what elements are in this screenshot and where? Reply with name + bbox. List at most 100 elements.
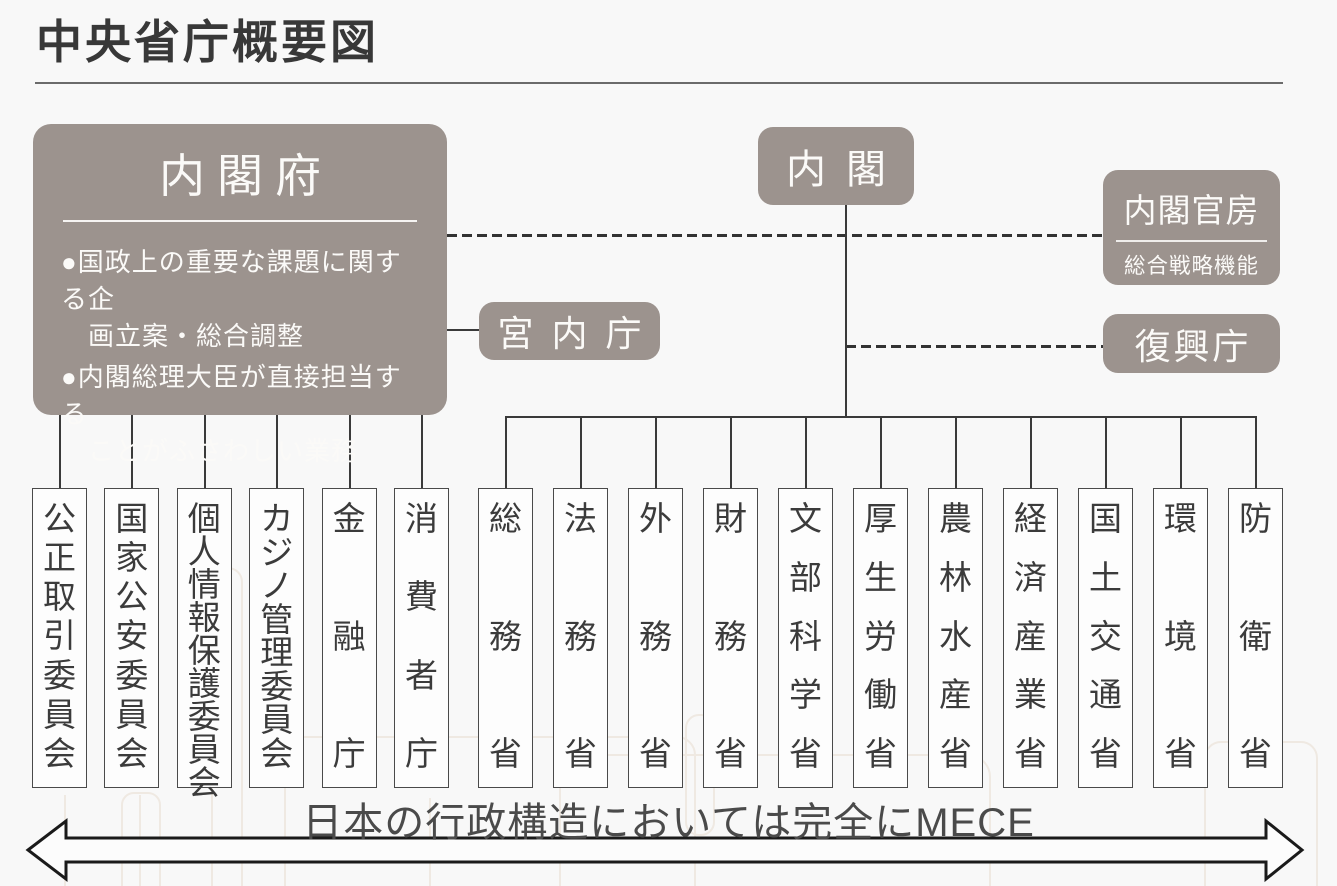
mece-caption: 日本の行政構造においては完全にMECE (302, 801, 1035, 845)
ministry-box: 個人情報保護委員会 (176, 488, 232, 801)
page-title: 中央省庁概要図 (36, 17, 379, 68)
ministry-label-char: 省 (939, 737, 972, 773)
ministry-label-char: 交 (1089, 619, 1122, 656)
ministry-box: 農林水産省 (928, 488, 983, 788)
ministry-label-char: 省 (1089, 737, 1122, 773)
imperial-household-agency-box: 宮内庁 (479, 302, 660, 360)
ministry-label-char: 業 (1014, 678, 1047, 715)
ministry-label-char: 土 (1089, 560, 1122, 597)
ministry-label-char: 産 (1014, 619, 1047, 656)
ministry-label-char: 委 (260, 669, 294, 706)
ministry-label-char: 公 (115, 580, 149, 617)
ministry-label-char: 融 (332, 619, 366, 656)
ministry-label-char: ノ (260, 569, 294, 606)
ministry-label-char: 生 (864, 560, 897, 597)
cabinet-secretariat-subtitle: 総合戦略機能 (1123, 254, 1259, 278)
connector-line (1255, 417, 1257, 488)
ministry-label-char: 員 (187, 733, 221, 769)
ministry-label-char: 農 (939, 502, 972, 538)
ministry-label-char: 員 (260, 703, 294, 740)
ministry-label-char: 総 (489, 502, 522, 538)
ministry-label-char: 済 (1014, 560, 1047, 597)
ministry-box: 財務省 (703, 488, 758, 788)
connector-dashed-cabinet-secretariat (447, 234, 1103, 237)
ministry-label-char: 理 (260, 636, 294, 673)
ministry-label-char: 省 (1014, 737, 1047, 773)
ministry-label-char: 省 (1239, 737, 1272, 773)
ministry-label-char: 防 (1239, 502, 1272, 538)
ministry-box: 総務省 (478, 488, 533, 788)
connector-dashed-reconstruction (846, 345, 1103, 348)
reconstruction-agency-box: 復興庁 (1103, 314, 1280, 373)
ministry-label-char: 個 (187, 502, 221, 538)
ministry-label-char: 財 (714, 502, 747, 538)
ministry-box: 消費者庁 (394, 488, 449, 788)
ministry-label-char: 会 (115, 736, 149, 773)
cabinet-vertical-line (845, 205, 847, 418)
ministry-label-char: 省 (489, 737, 522, 773)
bullet-line: ことがふさわしい業務 (88, 437, 359, 466)
ministry-label-char: 安 (115, 619, 149, 656)
ministry-label-char: 外 (639, 502, 672, 538)
title-rule (35, 82, 1283, 84)
cabinet-office-bullets: ●国政上の重要な課題に関する企 画立案・総合調整 ●内閣総理大臣が直接担当する … (33, 244, 447, 470)
cabinet-secretariat-title: 内閣官房 (1123, 194, 1260, 230)
connector-line (131, 413, 134, 488)
connector-line (580, 417, 582, 488)
imperial-household-agency-label: 宮内庁 (497, 314, 660, 354)
cabinet-office-divider (63, 220, 417, 222)
ministry-label-char: 文 (789, 502, 822, 538)
ministry-label-char: 林 (939, 560, 972, 597)
connector-line (421, 413, 423, 488)
ministry-label-char: 省 (564, 737, 597, 773)
ministry-label-char: 情 (187, 568, 221, 604)
ministry-label-char: 人 (187, 535, 221, 571)
ministry-label-char: 省 (714, 737, 747, 773)
ministry-label-char: 産 (939, 678, 972, 715)
ministry-label-char: 報 (187, 601, 221, 637)
ministry-label-char: 庁 (405, 736, 438, 773)
connector-line (955, 417, 957, 488)
ministry-box: 環境省 (1153, 488, 1208, 788)
ministry-label-char: 務 (564, 619, 597, 656)
ministry-box: カジノ管理委員会 (249, 488, 305, 788)
ministry-label-char: 委 (115, 658, 149, 695)
ministry-label-char: 会 (260, 736, 294, 773)
ministry-label-char: 省 (864, 737, 897, 773)
ministry-label-char: 保 (187, 634, 221, 670)
connector-imperial-household (447, 329, 480, 331)
ministry-label-char: 法 (564, 502, 597, 538)
ministry-label-char: 委 (43, 658, 76, 695)
bullet-item: ●内閣総理大臣が直接担当する ことがふさわしい業務 (61, 359, 421, 470)
ministry-label-char: 員 (43, 697, 76, 734)
connector-line (59, 413, 61, 488)
ministry-label-char: 取 (43, 580, 76, 617)
ministry-box: 公正取引委員会 (32, 488, 87, 788)
ministry-label-char: 境 (1164, 619, 1197, 656)
ministry-label-char: 労 (864, 619, 897, 656)
ministry-label-char: 通 (1089, 678, 1122, 715)
ministry-label-char: 学 (789, 678, 822, 715)
ministry-label-char: 護 (187, 667, 221, 703)
ministry-box: 経済産業省 (1003, 488, 1058, 788)
ministry-label-char: 金 (332, 502, 366, 538)
cabinet-secretariat-box: 内閣官房 総合戦略機能 (1103, 170, 1280, 285)
ministry-label-char: 働 (864, 678, 897, 715)
connector-line (1030, 417, 1032, 488)
connector-line (1105, 417, 1107, 488)
ministry-label-char: 省 (639, 737, 672, 773)
ministry-box: 外務省 (628, 488, 683, 788)
ministry-label-char: ジ (260, 535, 294, 572)
ministry-box: 金融庁 (321, 488, 377, 788)
ministry-label-char: 家 (115, 541, 149, 578)
bullet-line: ●国政上の重要な課題に関する企 (61, 248, 402, 314)
ministry-label-char: 正 (43, 541, 76, 578)
ministry-label-char: 管 (260, 602, 294, 639)
cabinet-office-box: 内閣府 ●国政上の重要な課題に関する企 画立案・総合調整 ●内閣総理大臣が直接担… (33, 124, 447, 466)
ministry-label-char: 省 (1164, 737, 1197, 773)
ministry-label-char: カ (260, 502, 294, 538)
ministry-label-char: 者 (405, 658, 438, 695)
ministry-label-char: 科 (789, 619, 822, 656)
ministry-box: 国家公安委員会 (104, 488, 160, 788)
